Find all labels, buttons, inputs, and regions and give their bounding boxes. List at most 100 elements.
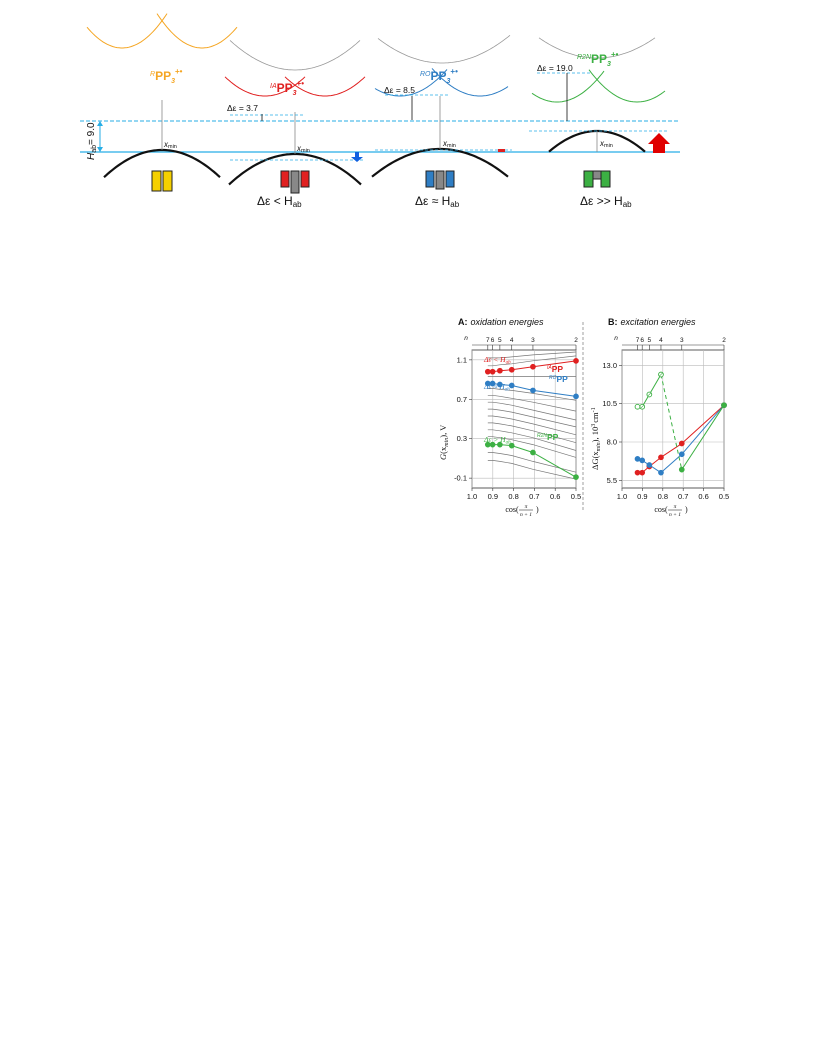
- red-icon-block-right: [300, 170, 310, 188]
- y-tick-label: 8.0: [607, 438, 617, 447]
- blue-down-arrow: [351, 152, 363, 162]
- series-segment-IAPP: [532, 360, 577, 368]
- background-level-line: [487, 429, 577, 451]
- species-sub: 3: [171, 78, 175, 85]
- series-segment-IAPP: [511, 366, 534, 371]
- y-axis-label: ΔG(xmin), 103cm-1: [590, 407, 602, 470]
- data-point-ROPP: [497, 381, 503, 388]
- x-tick-label: 0.6: [550, 492, 560, 501]
- species-label-R2N: R2NPP3+•: [577, 50, 619, 68]
- n-tick-label: 4: [510, 337, 514, 344]
- x-label-close: ): [685, 505, 688, 514]
- xmin-letter: x: [442, 139, 448, 148]
- species-charge: +•: [175, 67, 183, 76]
- species-label-IA: IAPP3+•: [270, 79, 304, 97]
- series-segment-ROPP: [532, 389, 577, 397]
- species-name: PP: [277, 81, 293, 95]
- ann-text: Δε ≈ H: [483, 382, 505, 391]
- y-tick-label: 13.0: [602, 361, 617, 370]
- x-label-frac-den: n + 1: [520, 512, 532, 518]
- blue-diabatic-left: [374, 69, 448, 97]
- x-tick-label: 1.0: [617, 492, 627, 501]
- xmin-label: xmin: [599, 139, 613, 149]
- n-tick-label: 2: [722, 337, 726, 344]
- delta-label-IA: Δε = 3.7: [227, 103, 258, 113]
- sup: R2N: [537, 433, 547, 439]
- n-tick-label: 3: [531, 337, 535, 344]
- data-point-IAPP: [678, 440, 685, 447]
- ylabel-tail: cm: [590, 412, 600, 423]
- species-sup: IA: [270, 83, 277, 90]
- y-tick-label: 1.1: [457, 355, 467, 364]
- background-level-line: [487, 460, 577, 480]
- ylabel-exp: 3: [591, 424, 597, 427]
- species-sub: 3: [607, 61, 611, 68]
- xmin-letter: x: [599, 139, 605, 148]
- green-diabatic-right: [588, 69, 666, 103]
- ylabel-unit: ), V: [438, 424, 448, 438]
- ann-sub: ab: [506, 441, 512, 446]
- n-tick-label: 5: [648, 337, 652, 344]
- y-axis-label: G(xmin), V: [438, 424, 450, 460]
- yellow-icon-block-right: [162, 170, 173, 192]
- ann-text: Δε < H: [483, 355, 506, 364]
- series-segment-R2NPP: [660, 374, 683, 470]
- delta-label-RO: Δε = 8.5: [384, 85, 415, 95]
- n-tick-label: 7: [636, 337, 640, 344]
- chart-title: B:excitation energies: [608, 317, 696, 327]
- xmin-letter: x: [163, 140, 169, 149]
- open-marker-slash: [659, 372, 663, 377]
- n-tick-label: 5: [498, 337, 502, 344]
- ylabel-main: ΔG(x: [590, 451, 600, 470]
- y-tick-label: 10.5: [602, 399, 617, 408]
- n-tick-label: 7: [486, 337, 490, 344]
- name: PP: [552, 364, 564, 374]
- blue-icon-block-left: [425, 170, 435, 188]
- green-icon-block-right: [600, 170, 611, 188]
- series-segment-ROPP: [660, 453, 683, 474]
- yellow-adiabatic-ground: [103, 148, 221, 179]
- green-diabatic-left: [531, 70, 605, 103]
- background-level-line: [487, 436, 577, 458]
- xmin-label: xmin: [163, 140, 177, 150]
- data-point-ROPP: [508, 382, 515, 389]
- red-icon-block-left: [280, 170, 290, 188]
- n-tick-label: 2: [574, 337, 578, 344]
- condition-R2N: Δε >> Hab: [580, 194, 632, 209]
- hab-letter: H: [86, 152, 97, 160]
- x-axis-label: cos(: [654, 505, 668, 514]
- delta-label-R2N: Δε = 19.0: [537, 63, 573, 73]
- chart-title: A:oxidation energies: [458, 317, 544, 327]
- x-tick-label: 0.9: [488, 492, 498, 501]
- data-point-IAPP: [530, 363, 536, 370]
- series-segment-R2NPP: [532, 452, 577, 478]
- xmin-label: xmin: [296, 144, 310, 154]
- data-point-IAPP: [489, 368, 496, 375]
- data-point-R2NPP: [573, 474, 579, 481]
- background-level-line: [487, 394, 577, 412]
- data-point-R2NPP: [497, 441, 503, 448]
- yellow-icon-block-left: [151, 170, 162, 192]
- condition-sub: ab: [623, 200, 632, 209]
- background-level-line: [487, 415, 577, 436]
- background-level-line: [487, 408, 577, 428]
- data-point-IAPP: [484, 368, 491, 375]
- species-sup: R2N: [577, 54, 592, 61]
- data-point-IAPP: [497, 367, 503, 374]
- background-level-line: [487, 355, 577, 367]
- xmin-sub: min: [301, 148, 310, 154]
- red-excited-state: [229, 40, 361, 71]
- species-label-R: RPP3+•: [150, 67, 183, 85]
- series-segment-IAPP: [660, 443, 683, 458]
- x-label-frac-den: n + 1: [669, 512, 681, 518]
- annotation-top: Δε < Hab: [483, 355, 511, 366]
- x-tick-label: 0.5: [719, 492, 729, 501]
- name: PP: [547, 432, 559, 442]
- x-label-close: ): [536, 505, 539, 514]
- x-tick-label: 0.8: [508, 492, 518, 501]
- ylabel-paren: (x: [438, 446, 448, 454]
- condition-sub: ab: [293, 200, 302, 209]
- series-segment-R2NPP: [648, 374, 662, 395]
- ylabel-exp2: -1: [591, 407, 597, 412]
- species-charge: +•: [297, 79, 305, 88]
